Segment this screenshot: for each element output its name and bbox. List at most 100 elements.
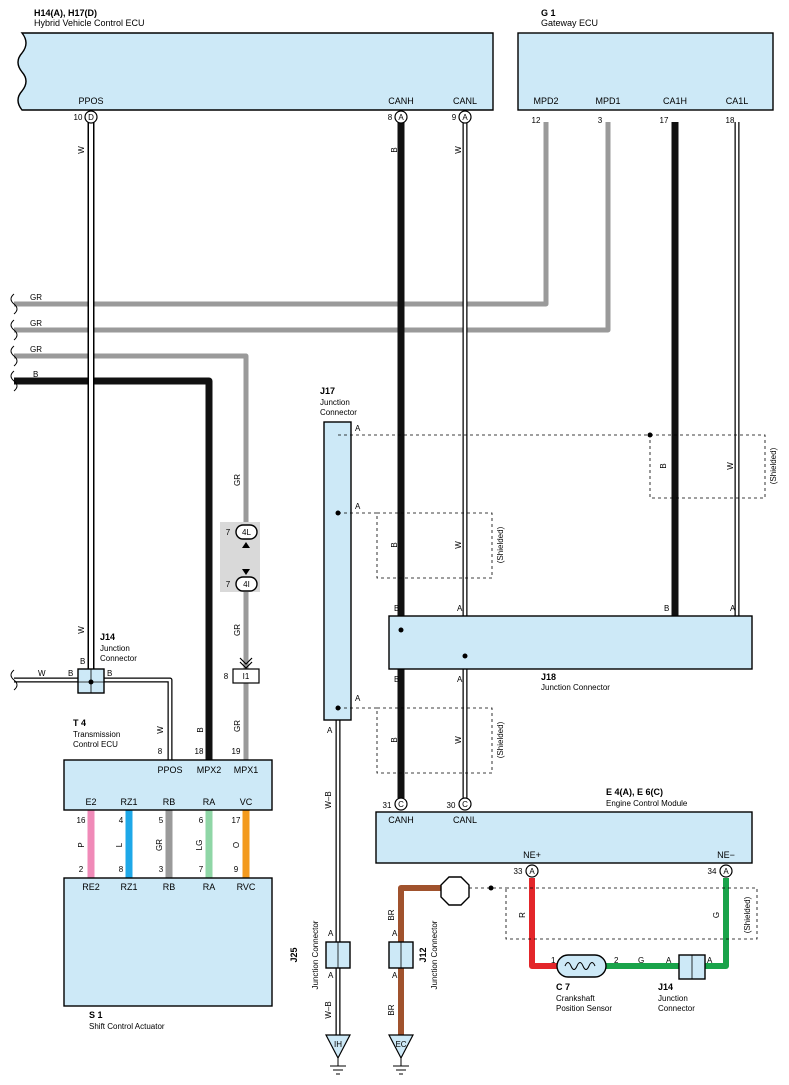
ground-ih-label: IH bbox=[334, 1040, 342, 1049]
j17-pin-a3: A bbox=[355, 694, 361, 703]
ecm-pin-ne-plus: NE+ bbox=[523, 850, 541, 860]
s1-pin-ra: RA bbox=[203, 882, 216, 892]
s1-pin-rb: RB bbox=[163, 882, 176, 892]
s1-pinno-7: 7 bbox=[199, 865, 204, 874]
ecm-name: Engine Control Module bbox=[606, 799, 688, 808]
b-wire-mpx2 bbox=[14, 377, 213, 760]
hv-pinno-canh: 8 bbox=[388, 113, 393, 122]
wc-w-shield3: W bbox=[454, 736, 463, 744]
t4-pinno-8: 8 bbox=[158, 747, 163, 756]
c7-name2: Position Sensor bbox=[556, 1004, 612, 1013]
j14-top-pin-b-right: B bbox=[107, 669, 112, 678]
wc-p: P bbox=[77, 842, 86, 847]
wc-wb-1: W–B bbox=[324, 791, 333, 808]
t4-pin-mpx1: MPX1 bbox=[234, 765, 259, 775]
j18-pin-a3: A bbox=[457, 675, 463, 684]
conn-letter-a-ne-plus: A bbox=[529, 867, 535, 876]
ground-ec-icon bbox=[388, 1034, 414, 1075]
ecm-pin-ne-minus: NE− bbox=[717, 850, 735, 860]
j18-pin-b3: B bbox=[394, 675, 399, 684]
gr-wire-mpd2 bbox=[14, 122, 549, 307]
wc-w-t4-ppos: W bbox=[156, 726, 165, 734]
j17-code: J17 bbox=[320, 386, 335, 396]
j18-pin-a2: A bbox=[730, 604, 736, 613]
s1-pin-rz1: RZ1 bbox=[120, 882, 137, 892]
wc-gr-3: GR bbox=[30, 345, 42, 354]
c7-pinno-1: 1 bbox=[551, 956, 556, 965]
t4-bpin-16: 16 bbox=[77, 816, 86, 825]
gw-pinno-18: 18 bbox=[726, 116, 735, 125]
j14-bot-name1: Junction bbox=[658, 994, 688, 1003]
ecm-pinno-33: 33 bbox=[514, 867, 523, 876]
t4-pin-e2: E2 bbox=[85, 797, 96, 807]
gw-pin-ca1l: CA1L bbox=[726, 96, 749, 106]
ground-ec-label: EC bbox=[395, 1040, 406, 1049]
splice-dots bbox=[88, 432, 653, 891]
conn-letter-a-canh: A bbox=[398, 113, 404, 122]
wc-br-1: BR bbox=[387, 909, 396, 920]
t4-pin-vc: VC bbox=[240, 797, 253, 807]
hv-pin-canl: CANL bbox=[453, 96, 477, 106]
j17-pin-a2: A bbox=[355, 502, 361, 511]
ic-i1-pinno: 8 bbox=[224, 672, 229, 681]
gateway-code: G 1 bbox=[541, 8, 556, 18]
ic-i1: I1 bbox=[232, 657, 260, 684]
wc-w-shield2: W bbox=[454, 541, 463, 549]
j25-name: Junction Connector bbox=[311, 920, 320, 989]
wc-gr-1: GR bbox=[30, 293, 42, 302]
wc-b-1: B bbox=[33, 370, 38, 379]
t4-pinno-19: 19 bbox=[232, 747, 241, 756]
s1-pinno-8: 8 bbox=[119, 865, 124, 874]
s1-code: S 1 bbox=[89, 1010, 103, 1020]
j14-bot-pin-a-right: A bbox=[707, 956, 713, 965]
ecm-pin-canl: CANL bbox=[453, 815, 477, 825]
wire-break-marks bbox=[10, 293, 18, 691]
hv-pinno-ppos: 10 bbox=[74, 113, 83, 122]
j17-box bbox=[323, 421, 352, 721]
conn-letter-c-canh: C bbox=[398, 800, 404, 809]
shield-box-1 bbox=[649, 434, 766, 499]
wc-b-shield3: B bbox=[390, 737, 399, 742]
t4-pinno-18: 18 bbox=[195, 747, 204, 756]
wc-gr-rb: GR bbox=[155, 839, 164, 851]
shielded-label-1: (Shielded) bbox=[769, 447, 778, 484]
t4-pin-ppos: PPOS bbox=[157, 765, 182, 775]
wc-l: L bbox=[115, 842, 124, 847]
wc-w-ppos-2: W bbox=[77, 626, 86, 634]
svg-text:4L: 4L bbox=[242, 528, 251, 537]
gw-pin-mpd1: MPD1 bbox=[595, 96, 620, 106]
c7-pinno-2: 2 bbox=[614, 956, 619, 965]
wc-g-1: G bbox=[712, 912, 721, 918]
ic-4i: 4I bbox=[235, 576, 258, 592]
red-wire-ne-plus bbox=[529, 878, 564, 969]
s1-pinno-9: 9 bbox=[234, 865, 239, 874]
svg-text:I1: I1 bbox=[243, 672, 250, 681]
hv-ecu-code: H14(A), H17(D) bbox=[34, 8, 97, 18]
gw-pin-mpd2: MPD2 bbox=[533, 96, 558, 106]
wc-g-2: G bbox=[638, 956, 644, 965]
wc-b-mpx2: B bbox=[196, 727, 205, 732]
j14-top-code: J14 bbox=[100, 632, 115, 642]
j17-pin-a1: A bbox=[355, 424, 361, 433]
ecm-pin-canh: CANH bbox=[388, 815, 414, 825]
s1-box bbox=[63, 877, 273, 1007]
ground-point-octagon bbox=[440, 876, 470, 906]
conn-letter-a-ne-minus: A bbox=[723, 867, 729, 876]
conn-letter-a-canl: A bbox=[462, 113, 468, 122]
wc-gr-mpx1: GR bbox=[233, 474, 242, 486]
conn-letter-d: D bbox=[88, 113, 94, 122]
gw-pinno-3: 3 bbox=[598, 116, 603, 125]
t4-pin-rz1: RZ1 bbox=[120, 797, 137, 807]
j25-code: J25 bbox=[289, 947, 299, 962]
gw-pinno-12: 12 bbox=[532, 116, 541, 125]
t4-name2: Control ECU bbox=[73, 740, 118, 749]
j18-code: J18 bbox=[541, 672, 556, 682]
svg-text:4I: 4I bbox=[243, 580, 250, 589]
wc-o: O bbox=[232, 842, 241, 848]
j14-bot-pin-a-left: A bbox=[666, 956, 672, 965]
hv-ecu-box bbox=[17, 32, 494, 111]
j12-name: Junction Connector bbox=[430, 920, 439, 989]
conn-letter-c-canl: C bbox=[462, 800, 468, 809]
s1-pinno-2: 2 bbox=[79, 865, 84, 874]
